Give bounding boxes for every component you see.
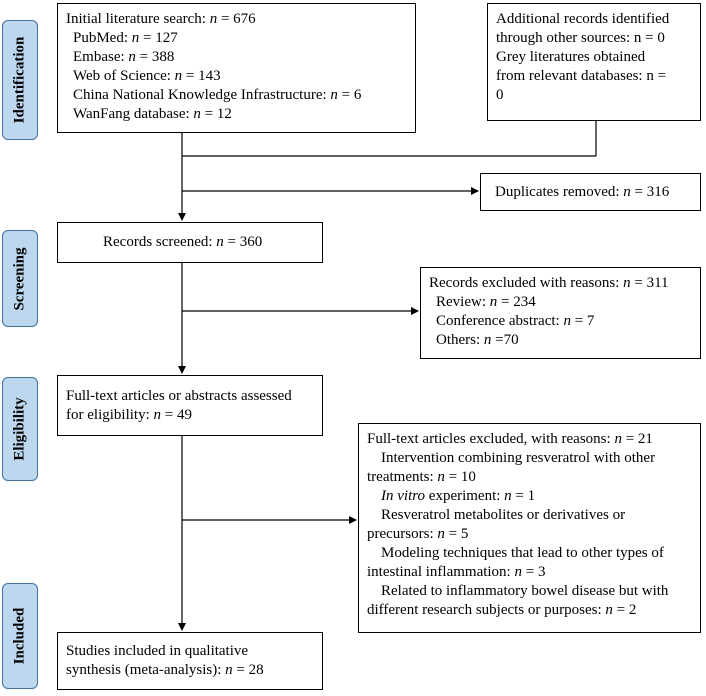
stage-eligibility: Eligibility xyxy=(2,377,38,481)
additional-line-5: 0 xyxy=(496,87,504,103)
box-initial-search: Initial literature search: n = 676 PubMe… xyxy=(57,3,416,133)
initial-search-line: Initial literature search: n = 676 xyxy=(66,11,256,27)
wanfang-line: WanFang database: n = 12 xyxy=(73,106,232,122)
reason-metabolites-line-1: Resveratrol metabolites or derivatives o… xyxy=(381,507,626,523)
box-fulltext-excluded: Full-text articles excluded, with reason… xyxy=(358,423,701,633)
box-records-excluded: Records excluded with reasons: n = 311 R… xyxy=(420,267,701,359)
box-records-screened: Records screened: n = 360 xyxy=(57,222,323,263)
review-line: Review: n = 234 xyxy=(436,294,536,310)
others-line: Others: n =70 xyxy=(436,332,519,348)
stage-identification: Identification xyxy=(2,20,38,140)
reason-modeling-line-2: intestinal inflammation: n = 3 xyxy=(367,564,546,580)
reason-metabolites-line-2: precursors: n = 5 xyxy=(367,526,469,542)
reason-ibd-line-1: Related to inflammatory bowel disease bu… xyxy=(381,583,669,599)
stage-screening: Screening xyxy=(2,230,38,327)
stage-included: Included xyxy=(2,583,38,689)
reason-combining-line-2: treatments: n = 10 xyxy=(367,469,476,485)
embase-line: Embase: n = 388 xyxy=(73,49,175,65)
additional-line-2: through other sources: n = 0 xyxy=(496,30,665,46)
included-line-1: Studies included in qualitative xyxy=(66,643,249,659)
fulltext-line-2: for eligibility: n = 49 xyxy=(66,407,192,423)
box-duplicates-removed: Duplicates removed: n = 316 xyxy=(480,173,701,211)
reason-combining-line-1: Intervention combining resveratrol with … xyxy=(381,450,656,466)
fulltext-excluded-head: Full-text articles excluded, with reason… xyxy=(367,431,653,447)
fulltext-line-1: Full-text articles or abstracts assessed xyxy=(66,388,292,404)
box-fulltext-assessed: Full-text articles or abstracts assessed… xyxy=(57,375,323,436)
additional-line-3: Grey literatures obtained xyxy=(496,49,646,65)
additional-line-1: Additional records identified xyxy=(496,11,670,27)
web-of-science-line: Web of Science: n = 143 xyxy=(73,68,221,84)
duplicates-line: Duplicates removed: n = 316 xyxy=(495,184,670,200)
included-line-2: synthesis (meta-analysis): n = 28 xyxy=(66,662,264,678)
box-additional-records: Additional records identified through ot… xyxy=(487,3,701,121)
reason-modeling-line-1: Modeling techniques that lead to other t… xyxy=(381,545,664,561)
additional-line-4: from relevant databases: n = xyxy=(496,68,667,84)
screened-line: Records screened: n = 360 xyxy=(103,234,263,250)
reason-in-vitro-line: In vitro experiment: n = 1 xyxy=(381,488,536,504)
conference-abstract-line: Conference abstract: n = 7 xyxy=(436,313,595,329)
excluded-reasons-line: Records excluded with reasons: n = 311 xyxy=(429,275,669,291)
pubmed-line: PubMed: n = 127 xyxy=(73,30,178,46)
cnki-line: China National Knowledge Infrastructure:… xyxy=(73,87,362,103)
box-studies-included: Studies included in qualitative synthesi… xyxy=(57,632,323,690)
reason-ibd-line-2: different research subjects or purposes:… xyxy=(367,602,637,618)
